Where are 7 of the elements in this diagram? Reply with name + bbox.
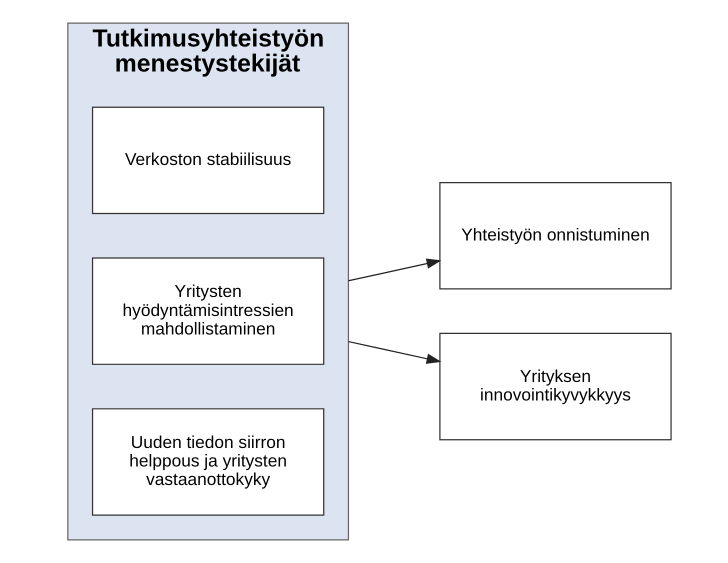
node-box: Yhteistyön onnistuminen xyxy=(438,182,672,290)
node-box: Yrityksen innovointikyvykkyys xyxy=(438,332,672,440)
node-box: Verkoston stabiilisuus xyxy=(91,106,324,214)
node-box: Yritysten hyödyntämisintressien mahdollistaminen xyxy=(91,257,324,365)
arrow xyxy=(348,340,441,364)
node-box: Uuden tiedon siirron helppous ja yritysten vastaanottokyky xyxy=(91,408,324,516)
arrow xyxy=(348,258,441,282)
